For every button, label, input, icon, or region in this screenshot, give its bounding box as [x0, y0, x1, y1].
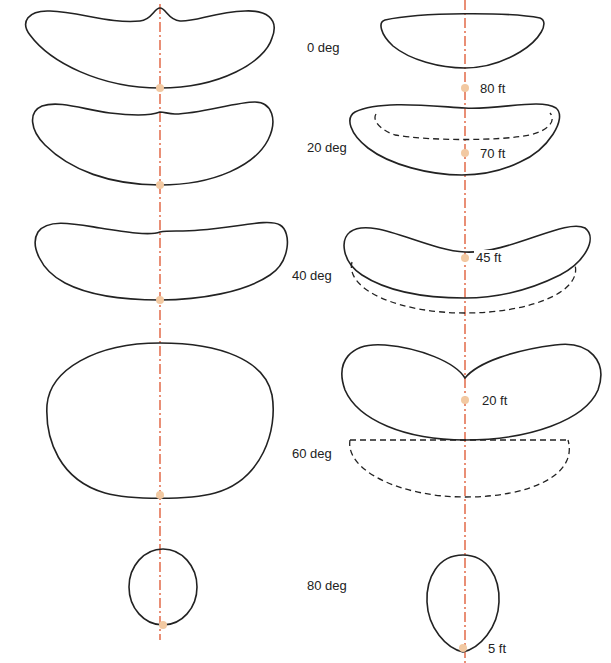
center-dot [156, 491, 164, 499]
section-outline [26, 8, 274, 88]
shape-label: 60 deg [290, 446, 334, 461]
center-dot [156, 181, 164, 189]
center-dot [461, 254, 469, 262]
center-dot [461, 396, 469, 404]
shape-label: 80 deg [305, 578, 349, 593]
shape-label: 80 ft [478, 81, 507, 96]
shape-label: 45 ft [474, 250, 503, 265]
section-outline [381, 14, 544, 68]
previous-outline [351, 262, 575, 313]
section-outline [342, 344, 601, 440]
center-dot [461, 84, 469, 92]
center-dot [156, 296, 164, 304]
center-dot [159, 621, 167, 629]
center-line [159, 4, 160, 640]
section-outline [47, 343, 273, 498]
section-outline [427, 555, 499, 652]
previous-outline [375, 113, 552, 140]
shape-label: 20 ft [480, 393, 509, 408]
section-outline [350, 104, 560, 175]
shape-label: 20 deg [305, 140, 349, 155]
section-outline [344, 226, 590, 298]
center-line [464, 0, 465, 663]
shape-label: 70 ft [478, 146, 507, 161]
previous-outline [350, 439, 568, 440]
section-outline [129, 549, 197, 625]
section-outline [35, 223, 287, 300]
previous-outline [350, 440, 570, 497]
shape-label: 40 deg [290, 268, 334, 283]
center-dot [461, 149, 469, 157]
center-dot [459, 644, 467, 652]
section-outline [33, 102, 273, 185]
shape-label: 5 ft [486, 641, 508, 656]
shape-label: 0 deg [305, 40, 342, 55]
center-dot [156, 84, 164, 92]
